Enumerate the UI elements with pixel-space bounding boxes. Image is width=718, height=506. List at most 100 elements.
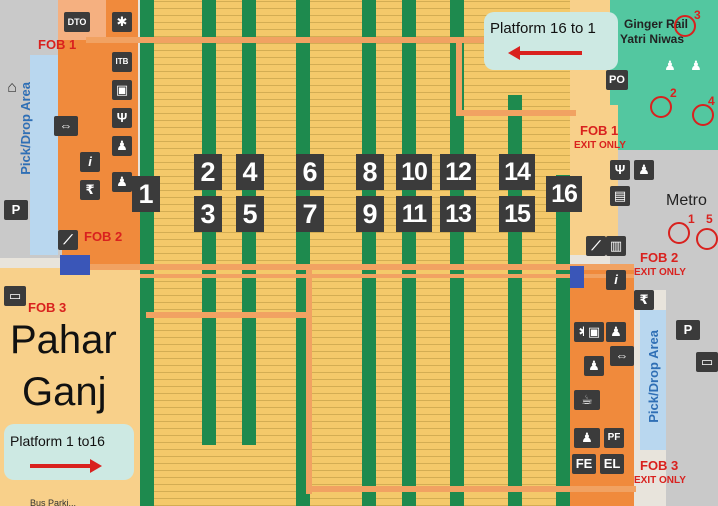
metro-entry-number-4: 4 (708, 94, 715, 108)
platform-number-16: 16 (546, 176, 582, 212)
arrow-left-head-icon (508, 46, 520, 60)
post-office-icon: PO (606, 70, 628, 90)
left-road-divider (0, 258, 62, 268)
lift-icon: ▥ (606, 236, 626, 256)
waiting-room-icon: ♟ (112, 172, 132, 192)
metro-entry-number-1: 1 (688, 212, 695, 226)
enquiry-icon: i (80, 152, 100, 172)
arrow-right-icon (30, 464, 90, 468)
yatri-niwas-label: Yatri Niwas (620, 32, 685, 46)
platform-number-12: 12 (440, 154, 476, 190)
bus-icon: ▭ (4, 286, 26, 306)
platform-number-3: 3 (194, 196, 222, 232)
track (362, 0, 376, 506)
pick-drop-zone-left (30, 55, 58, 255)
fob-2-ramp-right (570, 266, 584, 288)
platform-number-1: 1 (132, 176, 160, 212)
platform-number-11: 11 (396, 196, 432, 232)
fob-3-right-label: FOB 3 (640, 458, 679, 473)
arrow-left-icon (520, 51, 582, 55)
platform-number-8: 8 (356, 154, 384, 190)
fob-3-bridge (146, 312, 306, 318)
waiting-room-icon: ♟ (606, 322, 626, 342)
two-way-arrow-icon: ⇔ (610, 346, 634, 366)
metro-entry-icon-3 (674, 15, 696, 37)
fob-1-bridge (86, 37, 486, 43)
two-way-arrow-icon: ⇔ (54, 116, 78, 136)
bus-icon: ▭ (696, 352, 718, 372)
bus-parking-label: Bus Parki... (30, 498, 77, 506)
fob-2-bridge-lower (140, 274, 634, 278)
fob-2-right-note: EXIT ONLY (634, 267, 686, 278)
platform-number-7: 7 (296, 196, 324, 232)
enquiry-icon: i (606, 270, 626, 290)
fob-3-stair (306, 264, 312, 494)
track (402, 0, 416, 506)
fob-2-right-label: FOB 2 (640, 250, 679, 265)
fe-icon: FE (572, 454, 596, 474)
cafe-icon: Ψ (112, 108, 132, 128)
platform-number-13: 13 (440, 196, 476, 232)
cafe-cup-icon: ☕ (574, 390, 600, 410)
itb-icon: ITB (112, 52, 132, 72)
pf-ticket-icon: PF (604, 428, 624, 448)
metro-entry-icon-5 (696, 228, 718, 250)
pahar-ganj-title-line2: Ganj (22, 370, 107, 414)
fob-1-left-label: FOB 1 (38, 37, 77, 52)
dto-icon: DTO (64, 12, 90, 32)
track (140, 0, 154, 506)
luggage-icon: ▣ (112, 80, 132, 100)
rupee-icon: ₹ (634, 290, 654, 310)
fob-2-ramp (60, 255, 90, 275)
pick-drop-right-label: Pick/Drop Area (646, 330, 661, 423)
fob-3-left-label: FOB 3 (28, 300, 67, 315)
fob-2-left-label: FOB 2 (84, 229, 123, 244)
track (450, 0, 464, 506)
platform-number-5: 5 (236, 196, 264, 232)
platform-1-to-16-label: Platform 1 to16 (10, 433, 105, 449)
platform-number-10: 10 (396, 154, 432, 190)
pahar-ganj-title-line1: Pahar (10, 318, 117, 362)
platform-number-4: 4 (236, 154, 264, 190)
metro-label: Metro (666, 192, 707, 209)
temple-icon: ⌂ (7, 79, 17, 96)
platform-number-15: 15 (499, 196, 535, 232)
platform-1-to-16-pill: Platform 1 to16 (4, 424, 134, 480)
ginger-rail-label: Ginger Rail (624, 17, 689, 31)
waiting-room-icon: ♟ (584, 356, 604, 376)
fob-3-bridge-bottom (306, 486, 636, 492)
track (556, 175, 570, 506)
metro-entry-icon-1 (668, 222, 690, 244)
pick-drop-zone-right (640, 310, 666, 450)
platform-16-to-1-label: Platform 16 to 1 (490, 20, 596, 37)
toilet-icon: ♟ (664, 58, 676, 73)
platform-number-14: 14 (499, 154, 535, 190)
luggage-icon: ▣ (584, 322, 604, 342)
escalator-icon: ⟋ (586, 236, 606, 256)
parking-icon: P (4, 200, 28, 220)
parking-icon: P (676, 320, 700, 340)
platform-number-2: 2 (194, 154, 222, 190)
platform-number-6: 6 (296, 154, 324, 190)
rupee-icon: ₹ (80, 180, 100, 200)
fob-1-bridge-right (456, 110, 576, 116)
el-icon: EL (600, 454, 624, 474)
waiting-room-icon: ♟ (112, 136, 132, 156)
walking-person-icon: ♟ (690, 58, 702, 73)
restaurant-icon: Ψ (610, 160, 630, 180)
metro-entry-number-3: 3 (694, 8, 701, 22)
fob-1-right-label: FOB 1 (580, 123, 619, 138)
metro-entry-icon-4 (692, 104, 714, 126)
platform-number-9: 9 (356, 196, 384, 232)
platform-16-to-1-pill: Platform 16 to 1 (484, 12, 618, 70)
fob-2-bridge (86, 264, 634, 270)
metro-entry-number-5: 5 (706, 212, 713, 226)
fob-1-stair (456, 37, 462, 115)
escalator-icon: ⟋ (58, 230, 78, 250)
toilet-icon: ♟ (574, 428, 600, 448)
fob-1-right-note: EXIT ONLY (574, 140, 626, 151)
metro-entry-number-2: 2 (670, 86, 677, 100)
taxi-icon: ▤ (610, 186, 630, 206)
arrow-right-head-icon (90, 459, 102, 473)
